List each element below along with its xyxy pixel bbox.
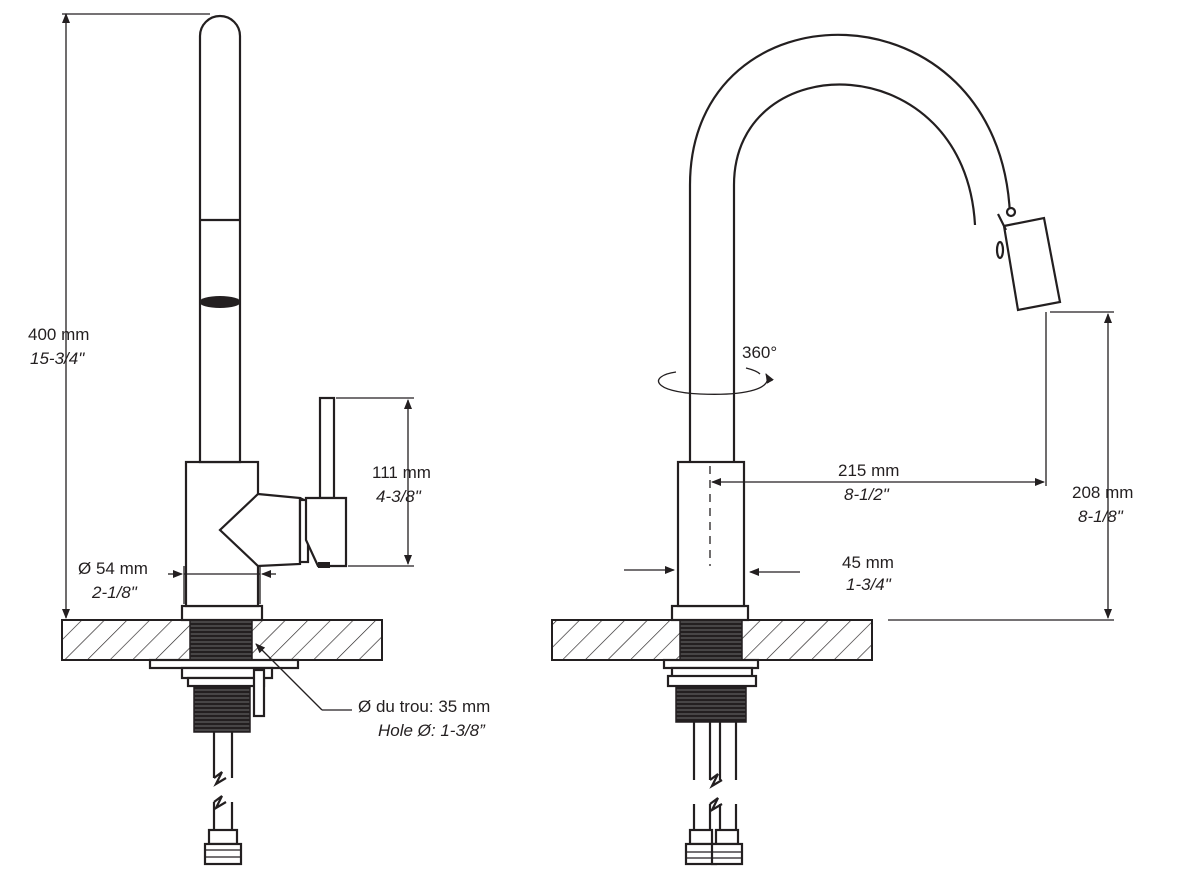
shank-right <box>679 619 743 663</box>
right-faucet-front-view <box>551 33 1062 866</box>
threaded-rod-right <box>675 685 747 723</box>
dim-total-height: 400 mm 15-3/4" <box>28 13 210 619</box>
spout-diameter-metric: 45 mm <box>842 553 894 572</box>
handle-height-imperial: 4-3/8" <box>376 487 422 506</box>
dim-rotation: 360° <box>657 343 777 395</box>
spout-diameter-imperial: 1-3/4" <box>846 575 892 594</box>
dim-spout-height: 208 mm 8-1/8" <box>888 311 1133 621</box>
left-faucet-side-view <box>61 14 383 866</box>
spout-height-metric: 208 mm <box>1072 483 1133 502</box>
dim-hole-diameter: Ø du trou: 35 mm Hole Ø: 1-3/8” <box>255 643 490 740</box>
gooseneck-spout <box>688 33 1012 462</box>
base-diameter-imperial: 2-1/8" <box>91 583 138 602</box>
dim-reach: 215 mm 8-1/2" <box>711 312 1047 504</box>
hole-diameter-metric: Ø du trou: 35 mm <box>358 697 490 716</box>
lever-handle <box>318 396 336 500</box>
threaded-rod-left <box>193 685 251 733</box>
hole-diameter-imperial: Hole Ø: 1-3/8” <box>378 721 486 740</box>
spout-height-imperial: 8-1/8" <box>1078 507 1124 526</box>
dim-handle-height: 111 mm 4-3/8" <box>336 397 431 567</box>
aerator-left <box>199 296 241 308</box>
base-diameter-metric: Ø 54 mm <box>78 559 148 578</box>
height-total-imperial: 15-3/4" <box>30 349 85 368</box>
dim-base-diameter: Ø 54 mm 2-1/8" <box>78 559 276 604</box>
shank-left <box>189 619 253 663</box>
reach-imperial: 8-1/2" <box>844 485 890 504</box>
rotation-label: 360° <box>742 343 777 362</box>
spout-left <box>198 14 242 464</box>
dim-spout-diameter: 45 mm 1-3/4" <box>624 553 894 594</box>
height-total-metric: 400 mm <box>28 325 89 344</box>
handle-height-metric: 111 mm <box>372 463 431 482</box>
spray-head <box>1002 216 1062 312</box>
faucet-body-right <box>676 460 746 608</box>
reach-metric: 215 mm <box>838 461 899 480</box>
